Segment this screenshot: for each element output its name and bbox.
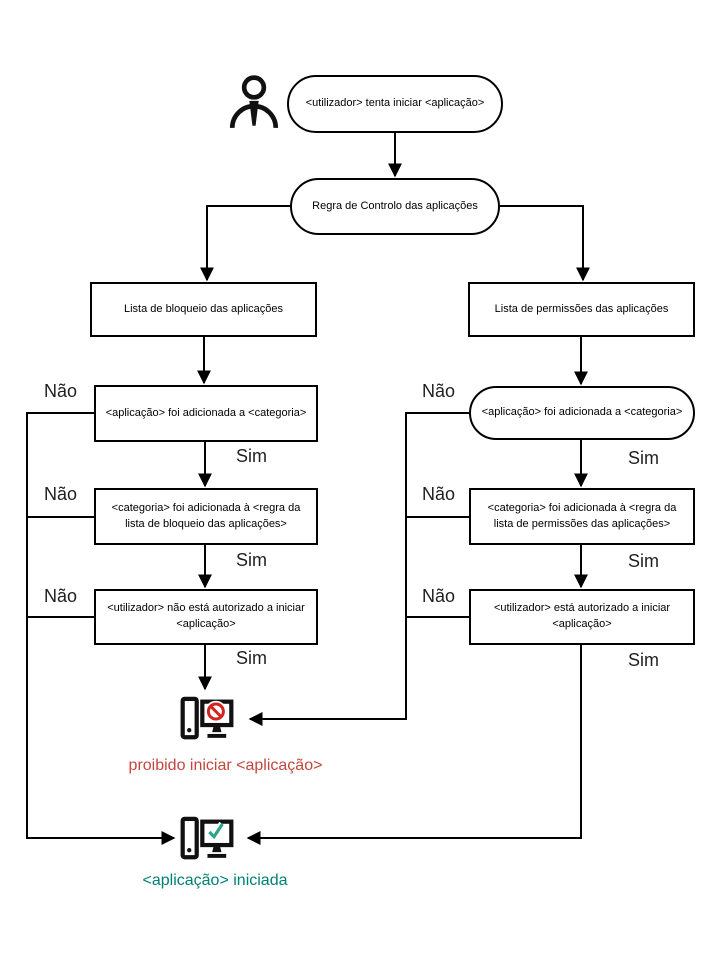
- node-rule: Regra de Controlo das aplicações: [290, 178, 500, 235]
- node-block-check-app-label: <aplicação> foi adicionada a <categoria>: [105, 406, 307, 419]
- edge-label-nao-left-1: Não: [44, 381, 78, 401]
- edge-left-nao-collector: [26, 412, 176, 845]
- node-allow-check-app: <aplicação> foi adicionada a <categoria>: [469, 386, 695, 440]
- node-start-label: <utilizador> tenta iniciar <aplicação>: [305, 97, 485, 110]
- node-allowlist-label: Lista de permissões das aplicações: [494, 302, 669, 315]
- node-start: <utilizador> tenta iniciar <aplicação>: [287, 75, 503, 133]
- edge-label-nao-left-2: Não: [44, 484, 78, 504]
- node-block-check-category: <categoria> foi adicionada à <regra da l…: [94, 488, 318, 545]
- user-icon: [229, 75, 279, 128]
- result-denied-text: proibido iniciar <aplicação>: [128, 757, 323, 774]
- edge-rule-to-allowlist: [500, 205, 590, 282]
- node-block-check-category-label: <categoria> foi adicionada à <regra da l…: [111, 501, 301, 530]
- node-block-check-user-label: <utilizador> não está autorizado a inici…: [107, 602, 305, 630]
- node-allow-check-category-label: <categoria> foi adicionada à <regra da l…: [487, 501, 677, 530]
- edge-label-nao-right-1: Não: [422, 381, 456, 401]
- edge-label-sim-left-1: Sim: [236, 446, 267, 466]
- edge-label-sim-right-1: Sim: [628, 448, 659, 468]
- edge-label-sim-left-2: Sim: [236, 550, 267, 570]
- edge-label-nao-left-3: Não: [44, 586, 78, 606]
- result-started-text: <aplicação> iniciada: [142, 872, 288, 889]
- node-block-check-user: <utilizador> não está autorizado a inici…: [94, 589, 318, 645]
- node-rule-label: Regra de Controlo das aplicações: [312, 199, 478, 212]
- node-block-check-app: <aplicação> foi adicionada a <categoria>: [94, 385, 318, 442]
- edge-label-nao-right-2: Não: [422, 484, 456, 504]
- edge-rule-to-blocklist: [200, 205, 290, 282]
- edge-label-sim-right-2: Sim: [628, 551, 659, 571]
- node-allow-check-user: <utilizador> está autorizado a iniciar <…: [469, 589, 695, 645]
- node-blocklist-label: Lista de bloqueio das aplicações: [123, 302, 283, 315]
- computer-blocked-icon: [180, 696, 234, 740]
- node-blocklist: Lista de bloqueio das aplicações: [90, 282, 317, 337]
- node-allowlist: Lista de permissões das aplicações: [468, 282, 695, 337]
- edge-label-sim-right-3: Sim: [628, 650, 659, 670]
- edge-label-nao-right-3: Não: [422, 586, 456, 606]
- edge-label-sim-left-3: Sim: [236, 648, 267, 668]
- edge-allow-check3-to-started: [246, 645, 582, 845]
- node-allow-check-category: <categoria> foi adicionada à <regra da l…: [469, 488, 695, 545]
- node-allow-check-user-label: <utilizador> está autorizado a iniciar <…: [493, 602, 671, 630]
- node-allow-check-app-label: <aplicação> foi adicionada a <categoria>: [481, 406, 683, 419]
- computer-started-icon: [180, 816, 234, 860]
- edge-right-nao-collector: [248, 412, 469, 726]
